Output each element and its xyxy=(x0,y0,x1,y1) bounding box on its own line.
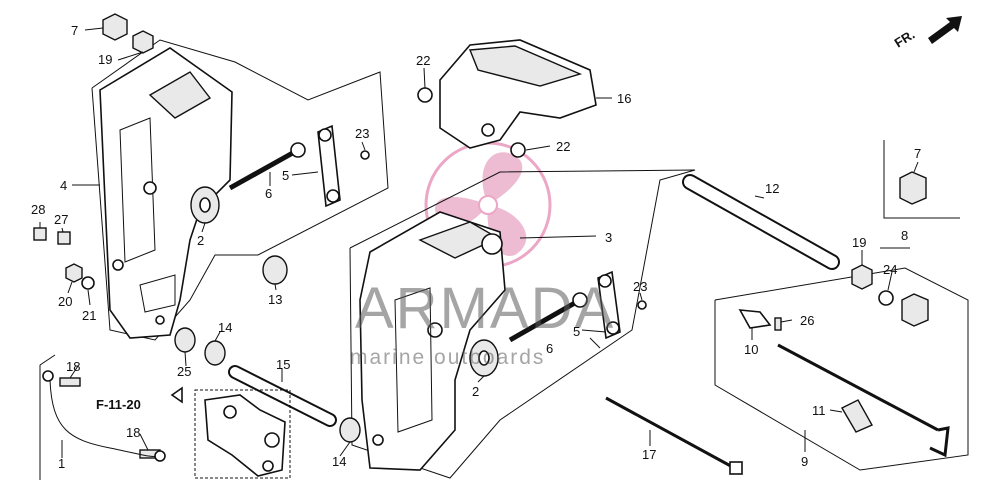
nuts-and-fasteners xyxy=(33,13,929,459)
callout-20: 20 xyxy=(58,294,72,309)
callout-22b: 22 xyxy=(556,139,570,154)
callout-11: 11 xyxy=(812,403,826,418)
callout-13: 13 xyxy=(268,292,282,307)
callout-9: 9 xyxy=(801,454,808,469)
callout-22: 22 xyxy=(416,53,430,68)
callout-10: 10 xyxy=(744,342,758,357)
reference-label: F-11-20 xyxy=(96,397,141,412)
callout-5: 5 xyxy=(282,168,289,183)
callout-2b: 2 xyxy=(472,384,479,399)
callout-21: 21 xyxy=(82,308,96,323)
callout-23b: 23 xyxy=(633,279,647,294)
callout-17: 17 xyxy=(642,447,656,462)
callout-24: 24 xyxy=(883,262,897,277)
callout-14b: 14 xyxy=(332,454,346,469)
callout-3: 3 xyxy=(605,230,612,245)
link-plates xyxy=(317,124,621,340)
ground-cable xyxy=(42,370,166,462)
leader-lines xyxy=(39,27,919,458)
callout-23: 23 xyxy=(355,126,369,141)
callout-6: 6 xyxy=(265,186,272,201)
callout-27: 27 xyxy=(54,212,68,227)
callout-6b: 6 xyxy=(546,341,553,356)
callout-1: 1 xyxy=(58,456,65,471)
bolts xyxy=(228,142,743,475)
callout-7b: 7 xyxy=(914,146,921,161)
callout-7: 7 xyxy=(71,23,78,38)
callout-4: 4 xyxy=(60,178,67,193)
left-swivel-bracket xyxy=(99,47,233,339)
callout-labels: 7 19 4 28 27 20 21 2 6 5 23 13 22 22 16 … xyxy=(31,23,921,471)
callout-26: 26 xyxy=(800,313,814,328)
callout-19: 19 xyxy=(98,52,112,67)
watermark-tagline: marine outboards xyxy=(350,346,545,369)
front-direction-label: FR. xyxy=(892,27,918,51)
callout-19b: 19 xyxy=(852,235,866,250)
tilt-lock-bracket xyxy=(439,39,597,149)
callout-14: 14 xyxy=(218,320,232,335)
callout-15: 15 xyxy=(276,357,290,372)
right-swivel-bracket xyxy=(359,211,506,471)
lever-assembly xyxy=(738,309,950,458)
callout-18: 18 xyxy=(66,359,80,374)
callout-25: 25 xyxy=(177,364,191,379)
callout-16: 16 xyxy=(617,91,631,106)
callout-18b: 18 xyxy=(126,425,140,440)
front-direction-indicator xyxy=(928,16,962,44)
callout-5b: 5 xyxy=(573,324,580,339)
washers xyxy=(81,87,894,377)
callout-8: 8 xyxy=(901,228,908,243)
reference-subassembly xyxy=(170,386,291,479)
callout-28: 28 xyxy=(31,202,45,217)
watermark-brand: ARMADA xyxy=(355,276,615,341)
callout-12: 12 xyxy=(765,181,779,196)
callout-2: 2 xyxy=(197,233,204,248)
